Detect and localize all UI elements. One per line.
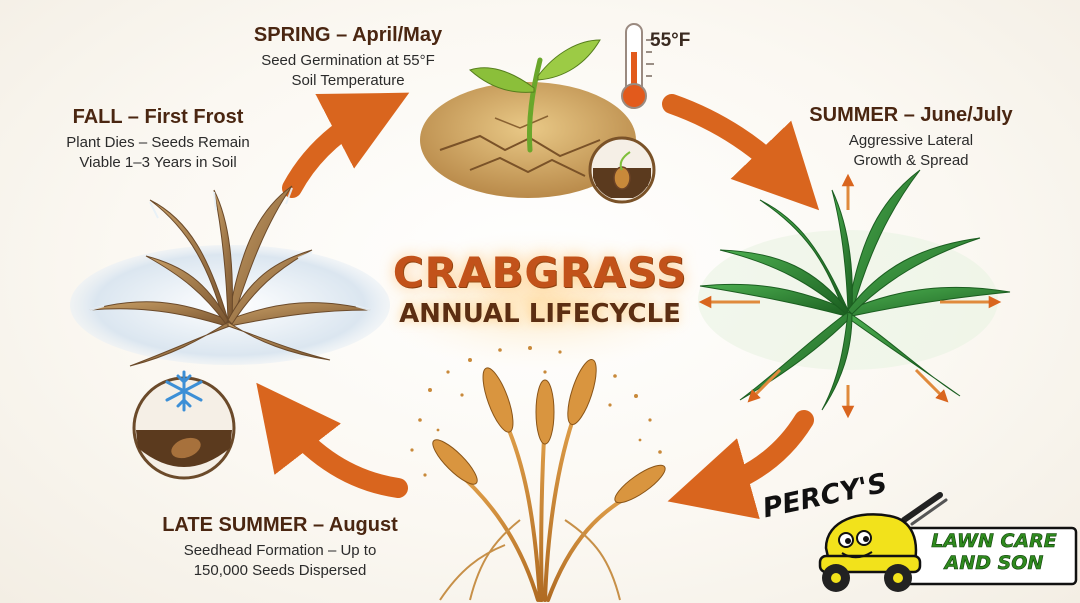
fall-illustration xyxy=(70,185,390,480)
arrow-icon xyxy=(747,368,782,403)
late-summer-illustration xyxy=(410,346,666,602)
cycle-arrows xyxy=(256,92,820,520)
seedling-leaf xyxy=(537,39,601,81)
stage-summer-desc-1: Aggressive Lateral xyxy=(848,132,974,149)
title-line-1: CRABGRASS xyxy=(392,248,688,297)
seed-icon xyxy=(169,436,203,460)
arrow-icon xyxy=(662,94,820,211)
summer-illustration xyxy=(698,169,1011,419)
thermometer-icon xyxy=(621,23,654,109)
title-glow xyxy=(370,230,710,370)
stage-late-summer-desc-2: 150,000 Seeds Dispersed xyxy=(193,562,367,579)
logo-tagline-2: AND SON xyxy=(944,552,1044,575)
seedhead xyxy=(432,439,478,485)
logo-tagline: LAWN CARE AND SON xyxy=(910,530,1078,575)
stage-late-summer: LATE SUMMER – August Seedhead Formation … xyxy=(140,514,420,581)
diagram-title: CRABGRASS ANNUAL LIFECYCLE xyxy=(360,248,720,329)
spring-illustration xyxy=(420,39,656,204)
company-logo: PERCY'S LAWN CARE AND SON xyxy=(748,468,1080,603)
stage-spring-desc-2: Soil Temperature xyxy=(291,72,405,89)
thermometer-reading: 55°F xyxy=(650,30,691,51)
stage-spring-title: SPRING – April/May xyxy=(253,24,443,46)
seedhead xyxy=(567,359,597,425)
arrow-icon xyxy=(256,382,408,498)
seedhead xyxy=(535,379,555,445)
stage-spring-desc-1: Seed Germination at 55°F xyxy=(261,52,435,69)
stage-fall-desc-1: Plant Dies – Seeds Remain xyxy=(66,134,250,151)
seedhead xyxy=(614,464,666,504)
title-line-2: ANNUAL LIFECYCLE xyxy=(399,299,681,329)
stage-late-summer-desc-1: Seedhead Formation – Up to xyxy=(183,542,377,559)
stage-summer-title: SUMMER – June/July xyxy=(809,104,1013,126)
stage-summer-desc-2: Growth & Spread xyxy=(853,152,969,169)
seedling-leaf xyxy=(469,67,535,93)
seedling-stem xyxy=(527,57,543,153)
seed-icon xyxy=(613,166,631,190)
seedhead xyxy=(482,367,514,433)
arrow-icon xyxy=(914,368,949,403)
stage-summer: SUMMER – June/July Aggressive Lateral Gr… xyxy=(780,104,1042,171)
snowflake-icon xyxy=(165,370,203,412)
stage-late-summer-title: LATE SUMMER – August xyxy=(162,514,398,536)
stage-spring: SPRING – April/May Seed Germination at 5… xyxy=(218,24,478,91)
stage-fall: FALL – First Frost Plant Dies – Seeds Re… xyxy=(34,106,282,173)
arrow-icon xyxy=(282,92,410,198)
stage-fall-desc-2: Viable 1–3 Years in Soil xyxy=(79,154,237,171)
stage-fall-title: FALL – First Frost xyxy=(72,106,244,128)
mower-icon xyxy=(818,492,1078,592)
logo-tagline-1: LAWN CARE xyxy=(931,530,1057,553)
arrow-icon xyxy=(667,410,814,520)
